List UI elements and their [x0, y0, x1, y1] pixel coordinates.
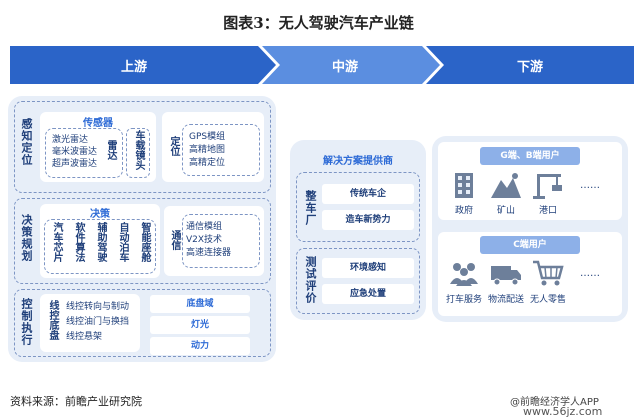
positioning-item-hdmap: 高精地图: [189, 145, 226, 155]
decision-chip-2: 辅助驾驶: [95, 222, 106, 262]
gb-user-header: G端、B端用户: [480, 147, 580, 165]
radar-label: 雷达: [105, 140, 116, 160]
gb-item-label-0: 政府: [454, 206, 473, 216]
gb-more: ……: [580, 180, 600, 191]
comm-item-connector: 高速连接器: [186, 248, 232, 258]
upstream-arrow: [10, 46, 276, 84]
decision-section: [14, 198, 271, 284]
decision-box: [40, 204, 160, 278]
test-item-emergency: 应急处置: [322, 284, 414, 304]
comm-item-module: 通信模组: [186, 222, 223, 232]
chassis-item-suspension: 线控悬架: [66, 332, 103, 342]
stage-band: [10, 46, 634, 84]
test-section: [296, 248, 420, 314]
decision-chip-4: 智能座舱: [139, 222, 150, 262]
downstream-arrow: [426, 46, 634, 84]
c-item-label-0: 打车服务: [445, 295, 482, 305]
solution-provider-header: 解决方案提供商: [323, 156, 393, 167]
sensor-item-lidar: 激光雷达: [52, 135, 89, 145]
domain-lighting: 灯光: [150, 316, 250, 334]
chart-title: 图表3：无人驾驶汽车产业链: [223, 14, 414, 32]
c-item-label-1: 物流配送: [487, 295, 524, 305]
c-more: ……: [580, 268, 600, 279]
oem-label: 整车厂: [304, 190, 317, 226]
gb-item-label-1: 矿山: [496, 206, 515, 216]
comm-box: [164, 206, 264, 276]
mine-icon: [491, 173, 521, 198]
government-building-icon: [455, 173, 473, 198]
gb-item-label-2: 港口: [538, 206, 557, 216]
c-item-label-2: 无人零售: [529, 295, 566, 305]
oem-item-traditional: 传统车企: [322, 184, 414, 204]
camera-box: [126, 128, 150, 178]
positioning-label: 定位: [168, 136, 179, 156]
comm-group: [182, 214, 260, 268]
midstream-arrow: [262, 46, 440, 84]
test-item-perception: 环境感知: [322, 258, 414, 278]
people-icon: [450, 263, 478, 286]
sensor-item-mmwave: 毫米波雷达: [52, 147, 98, 157]
positioning-group: [182, 124, 260, 176]
oem-section: [296, 172, 420, 242]
stage-midstream: 中游: [331, 60, 358, 75]
decision-header: 决策: [90, 209, 110, 220]
c-user-header: C端用户: [480, 236, 580, 254]
perception-section: [14, 101, 271, 193]
sensor-header: 传感器: [83, 118, 113, 129]
stage-downstream: 下游: [516, 60, 543, 75]
chassis-item-throttle: 线控油门与换挡: [66, 317, 130, 327]
domain-chassis: 底盘域: [150, 295, 250, 313]
decision-chip-0: 汽车芯片: [51, 222, 62, 262]
decision-label: 决策规划: [20, 214, 33, 262]
decision-chip-3: 自动泊车: [117, 222, 128, 262]
site-watermark: www.56jz.com: [523, 405, 603, 418]
positioning-box: [162, 112, 264, 182]
comm-label: 通信: [169, 230, 180, 250]
source-note: 资料来源：前瞻产业研究院: [10, 395, 142, 408]
chassis-item-steer: 线控转向与制动: [66, 302, 130, 312]
brand-tag: @前瞻经济学人APP: [510, 397, 599, 408]
positioning-item-gps: GPS模组: [189, 132, 226, 142]
stage-upstream: 上游: [120, 60, 147, 75]
decision-chip-1: 软件算法: [73, 222, 84, 262]
sensor-item-ultrasonic: 超声波雷达: [52, 159, 98, 169]
domain-power: 动力: [150, 337, 250, 355]
delivery-truck-icon: [491, 266, 521, 286]
control-label: 控制执行: [20, 298, 33, 346]
camera-label: 车载镜头: [133, 130, 144, 170]
shopping-cart-icon: [533, 260, 564, 286]
oem-item-new-forces: 造车新势力: [322, 210, 414, 230]
control-section: [14, 289, 271, 357]
radar-group: [45, 128, 123, 178]
perception-label: 感知定位: [20, 118, 33, 166]
chassis-label: 线控底盘: [47, 300, 58, 340]
port-crane-icon: [533, 174, 562, 199]
decision-chip-group: [44, 219, 156, 274]
comm-item-v2x: V2X技术: [186, 235, 223, 245]
positioning-item-hdpos: 高精定位: [189, 158, 226, 168]
test-label: 测试评价: [304, 256, 317, 304]
chassis-box: [40, 294, 140, 352]
